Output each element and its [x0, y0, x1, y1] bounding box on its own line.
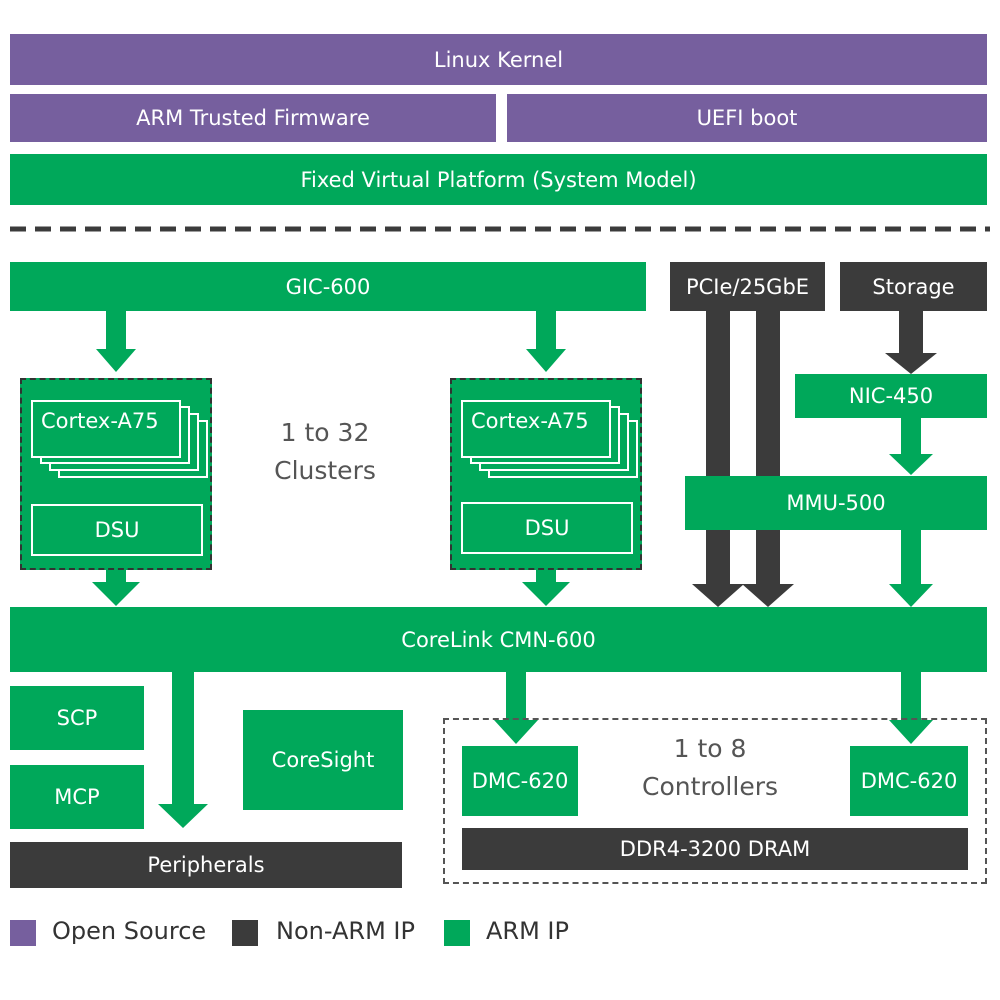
- gic-600-label: GIC-600: [285, 274, 371, 299]
- right-dmc-620-label: DMC-620: [860, 769, 958, 793]
- pcie-to-cmn-right-shaft: [756, 311, 780, 586]
- fixed-virtual-platform-label: Fixed Virtual Platform (System Model): [300, 167, 697, 192]
- legend-open-source-swatch: [10, 920, 36, 946]
- gic-to-right-cluster-shaft: [536, 311, 556, 351]
- gic-600-block: GIC-600: [10, 262, 646, 311]
- nic-450-block: NIC-450: [795, 374, 987, 418]
- fixed-virtual-platform-block: Fixed Virtual Platform (System Model): [10, 154, 987, 205]
- linux-kernel-label: Linux Kernel: [433, 47, 564, 72]
- clusters-caption-word: Clusters: [274, 456, 376, 485]
- legend-non-arm-ip-label: Non-ARM IP: [276, 917, 415, 945]
- corelink-cmn-600-block: CoreLink CMN-600: [10, 607, 987, 672]
- right-cpu-cluster: Cortex-A75 DSU: [450, 378, 642, 570]
- memory-controllers-region: [443, 718, 987, 884]
- right-dsu-block: DSU: [461, 502, 633, 554]
- storage-to-nic-head: [885, 353, 937, 374]
- ddr4-3200-dram-block: DDR4-3200 DRAM: [462, 828, 968, 870]
- coresight-label: CoreSight: [271, 748, 375, 772]
- mcp-label: MCP: [54, 785, 100, 809]
- mcp-block: MCP: [10, 765, 144, 829]
- left-dmc-620-label: DMC-620: [471, 769, 569, 793]
- gic-to-left-cluster-head: [96, 349, 136, 372]
- right-cluster-to-cmn-head: [522, 582, 570, 606]
- legend-arm-ip-swatch: [444, 920, 470, 946]
- left-cpu-cluster: Cortex-A75 DSU: [20, 378, 212, 570]
- peripherals-label: Peripherals: [147, 853, 265, 877]
- left-dsu-block: DSU: [31, 504, 203, 556]
- ddr4-3200-dram-label: DDR4-3200 DRAM: [619, 837, 811, 861]
- left-dsu-label: DSU: [94, 518, 140, 542]
- mmu-to-cmn-shaft: [901, 530, 921, 586]
- coresight-block: CoreSight: [243, 710, 403, 810]
- mmu-500-block: MMU-500: [685, 476, 987, 530]
- legend-non-arm-ip-swatch: [232, 920, 258, 946]
- nic-450-label: NIC-450: [848, 384, 934, 408]
- mmu-to-cmn-head: [889, 584, 933, 607]
- uefi-boot-block: UEFI boot: [507, 94, 987, 142]
- cmn-to-left-dmc-head: [494, 720, 538, 744]
- pcie-to-cmn-left-head: [692, 584, 744, 607]
- left-cluster-to-cmn-shaft: [106, 568, 126, 584]
- cmn-to-left-dmc-shaft: [506, 672, 526, 722]
- storage-to-nic-shaft: [899, 311, 923, 355]
- gic-to-right-cluster-head: [526, 349, 566, 372]
- pcie-25gbe-block: PCIe/25GbE: [670, 262, 825, 311]
- clusters-caption-count: 1 to 32: [280, 418, 370, 447]
- left-cortex-a75-block: Cortex-A75: [31, 400, 181, 458]
- controllers-caption-word: Controllers: [642, 772, 778, 801]
- mmu-500-label: MMU-500: [786, 491, 886, 515]
- scp-block: SCP: [10, 686, 144, 750]
- legend-open-source-label: Open Source: [52, 917, 207, 945]
- scp-label: SCP: [56, 706, 98, 730]
- left-cortex-a75-label: Cortex-A75: [41, 409, 159, 433]
- nic-to-mmu-shaft: [901, 418, 921, 456]
- left-dmc-620-block: DMC-620: [462, 746, 578, 816]
- pcie-to-cmn-right-head: [742, 584, 794, 607]
- linux-kernel-block: Linux Kernel: [10, 34, 987, 85]
- storage-label: Storage: [872, 274, 955, 299]
- legend-arm-ip-label: ARM IP: [486, 917, 569, 945]
- pcie-to-cmn-left-shaft: [706, 311, 730, 586]
- peripherals-block: Peripherals: [10, 842, 402, 888]
- uefi-boot-label: UEFI boot: [696, 106, 798, 130]
- left-cluster-to-cmn-head: [92, 582, 140, 606]
- right-cortex-a75-block: Cortex-A75: [461, 400, 611, 458]
- right-dsu-label: DSU: [524, 516, 570, 540]
- gic-to-left-cluster-shaft: [106, 311, 126, 351]
- cmn-to-right-dmc-shaft: [901, 672, 921, 722]
- cmn-to-right-dmc-head: [889, 720, 933, 744]
- corelink-cmn-600-label: CoreLink CMN-600: [401, 627, 596, 652]
- right-dmc-620-block: DMC-620: [850, 746, 968, 816]
- clusters-caption: 1 to 32 Clusters: [250, 414, 400, 490]
- nic-to-mmu-head: [889, 454, 933, 475]
- cmn-to-peripherals-shaft: [172, 672, 194, 806]
- arm-trusted-firmware-block: ARM Trusted Firmware: [10, 94, 496, 142]
- pcie-25gbe-label: PCIe/25GbE: [685, 274, 810, 299]
- storage-block: Storage: [840, 262, 987, 311]
- cmn-to-peripherals-head: [158, 804, 208, 828]
- controllers-caption: 1 to 8 Controllers: [620, 730, 800, 806]
- right-cluster-to-cmn-shaft: [536, 568, 556, 584]
- arm-trusted-firmware-label: ARM Trusted Firmware: [136, 106, 370, 130]
- controllers-caption-count: 1 to 8: [673, 734, 747, 763]
- right-cortex-a75-label: Cortex-A75: [471, 409, 589, 433]
